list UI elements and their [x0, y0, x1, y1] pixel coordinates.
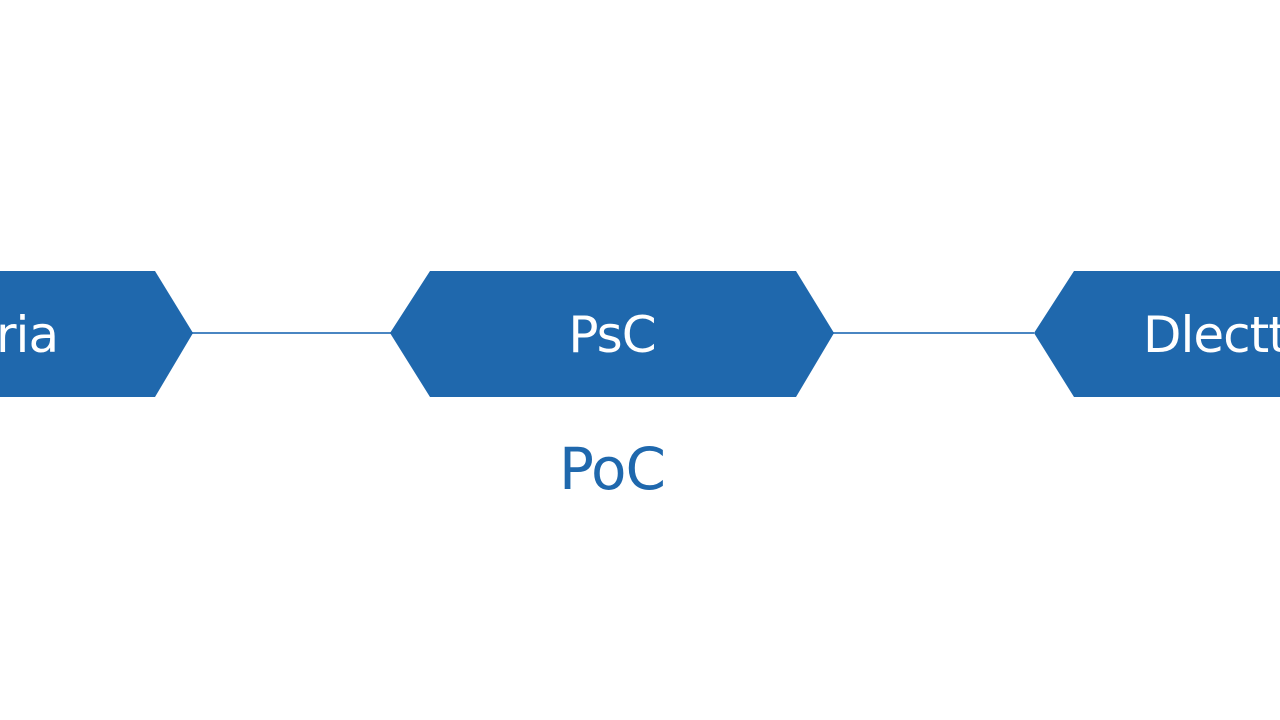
node-right-shape — [1034, 271, 1280, 397]
center-sub-label: PoC — [559, 435, 665, 503]
node-center-shape — [390, 271, 834, 397]
node-right-label: Dlectt — [1143, 306, 1280, 364]
node-left: ria — [0, 271, 193, 397]
node-center-label: PsC — [568, 306, 655, 364]
node-center: PsC — [390, 271, 834, 397]
node-right: Dlectt — [1034, 271, 1280, 397]
node-left-shape — [0, 271, 193, 397]
node-left-label: ria — [0, 306, 58, 364]
